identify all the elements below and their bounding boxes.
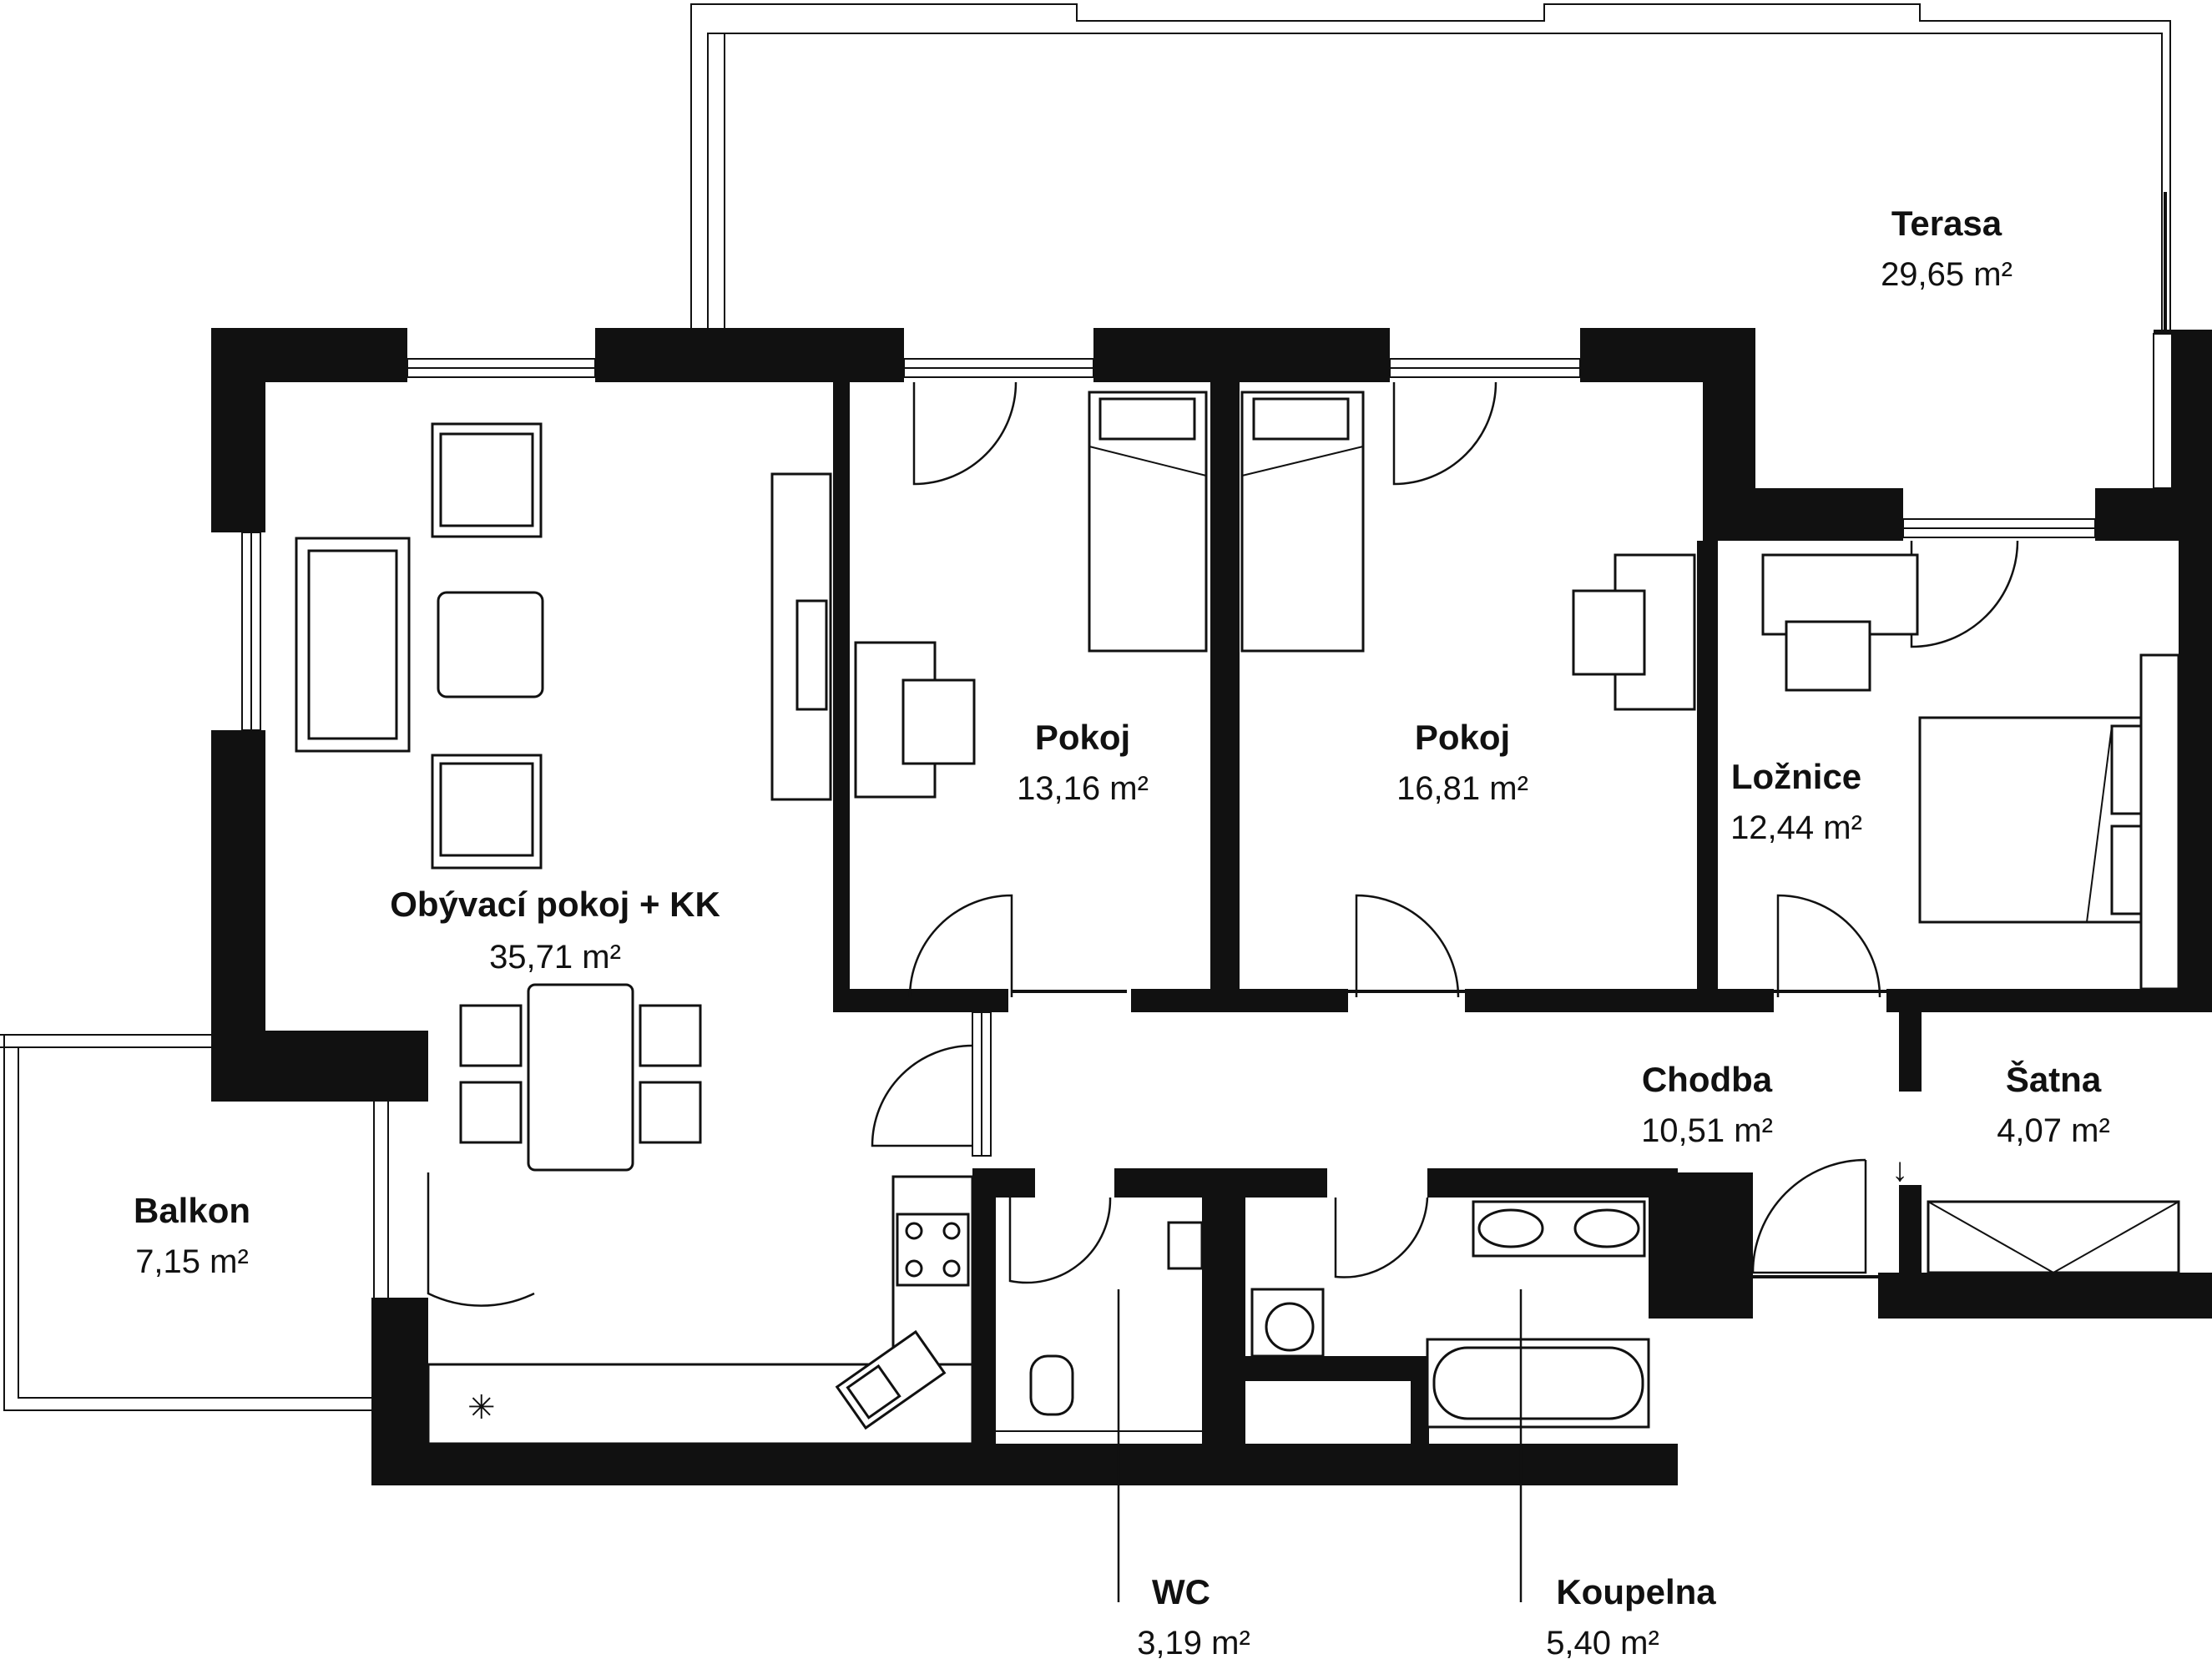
living-furniture: ✳ [295, 422, 974, 1445]
label-loznice-name: Ložnice [1731, 757, 1861, 796]
satna-wardrobe: ↓ [1891, 1152, 2180, 1274]
doors [427, 381, 2019, 1307]
label-terasa-name: Terasa [1891, 204, 2002, 243]
label-balkon-name: Balkon [134, 1191, 250, 1230]
balcony-railing [0, 1034, 389, 1411]
door-arrow-icon: ↓ [1891, 1152, 1908, 1188]
label-terasa-area: 29,65 m² [1881, 256, 2013, 293]
label-obyvaci-name: Obývací pokoj + KK [390, 885, 720, 924]
label-pokoj1-name: Pokoj [1035, 718, 1130, 757]
leader-lines [1117, 1289, 1523, 1602]
pokoj2-furniture [1240, 391, 1696, 711]
label-pokoj2-name: Pokoj [1415, 718, 1510, 757]
label-loznice-area: 12,44 m² [1730, 809, 1862, 846]
bathroom-fixtures [1250, 1200, 1650, 1429]
loznice-furniture [1761, 553, 2180, 991]
label-pokoj2-area: 16,81 m² [1396, 770, 1528, 807]
walls [211, 328, 2212, 1485]
label-satna-area: 4,07 m² [1997, 1112, 2110, 1149]
label-obyvaci-area: 35,71 m² [489, 939, 621, 976]
terrace-railing [690, 3, 2171, 334]
label-pokoj1-area: 13,16 m² [1017, 770, 1149, 807]
label-koupelna-name: Koupelna [1556, 1572, 1716, 1611]
wc-fixtures [996, 1221, 1204, 1432]
room-labels: Terasa 29,65 m² Obývací pokoj + KK 35,71… [134, 204, 2110, 1661]
label-wc-area: 3,19 m² [1137, 1625, 1250, 1661]
freezer-icon: ✳ [467, 1389, 496, 1426]
label-satna-name: Šatna [2006, 1059, 2102, 1099]
label-balkon-area: 7,15 m² [135, 1243, 249, 1280]
label-wc-name: WC [1152, 1572, 1210, 1611]
windows [241, 333, 2173, 1157]
label-chodba-name: Chodba [1642, 1060, 1773, 1099]
pokoj1-furniture [854, 391, 1208, 799]
label-chodba-area: 10,51 m² [1641, 1112, 1773, 1149]
label-koupelna-area: 5,40 m² [1546, 1625, 1659, 1661]
